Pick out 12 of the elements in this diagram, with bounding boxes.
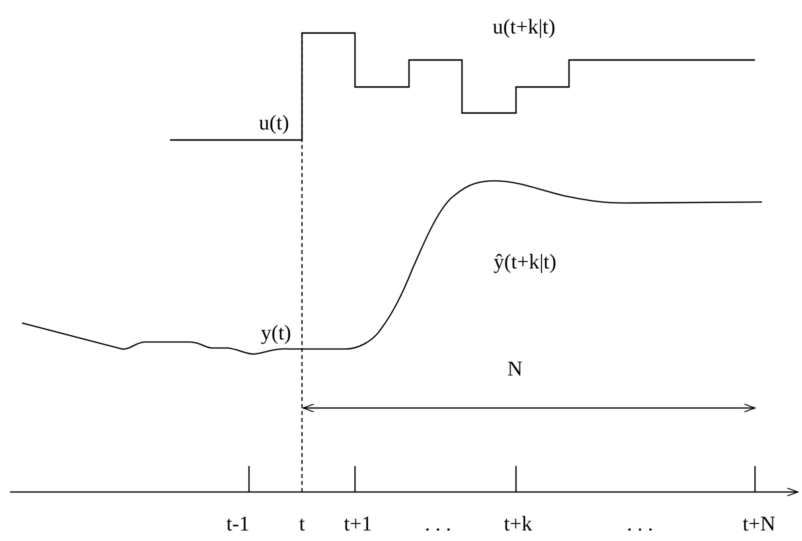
- tick-label: . . .: [424, 514, 452, 534]
- tick-label: t+k: [504, 514, 532, 534]
- tick-label: t+N: [742, 514, 776, 534]
- tick-label: . . .: [626, 514, 654, 534]
- curve-label: u(t+k|t): [492, 16, 556, 38]
- dimension-label: N: [507, 358, 523, 380]
- tick-label: t: [299, 514, 305, 534]
- tick-label: t+1: [344, 514, 372, 534]
- tick-label: t-1: [226, 514, 250, 534]
- curve-label: u(t): [258, 112, 290, 134]
- curve-label: ŷ(t+k|t): [494, 252, 556, 272]
- curve-label: y(t): [260, 322, 292, 344]
